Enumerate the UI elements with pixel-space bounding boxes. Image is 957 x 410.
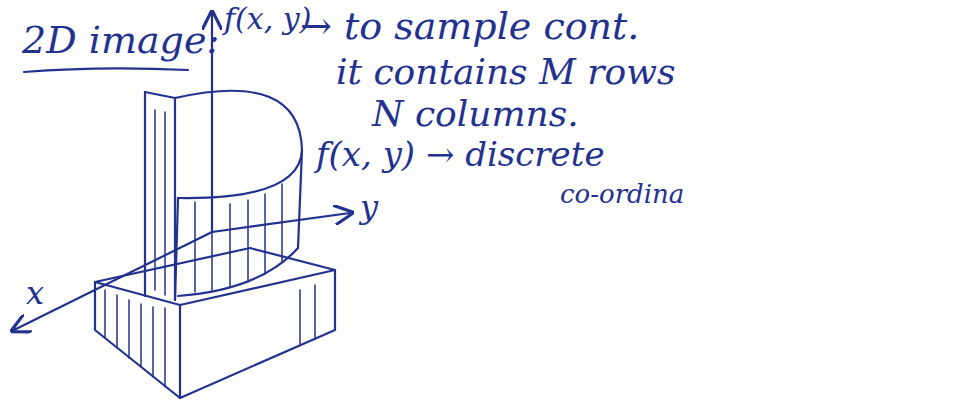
slab-hatch xyxy=(105,285,315,387)
heading: 2D image: xyxy=(22,20,219,62)
note-text: x xyxy=(26,276,44,311)
note-text: y xyxy=(360,190,378,225)
note-text: it contains M rows xyxy=(336,52,675,92)
note-text: co-ordina xyxy=(560,180,684,209)
wall-curve xyxy=(178,150,302,296)
slab-edge xyxy=(179,305,181,398)
front-edge xyxy=(144,92,146,296)
note-text: N columns. xyxy=(372,94,579,134)
note-text: → to sample cont. xyxy=(300,6,639,48)
front-face xyxy=(145,92,175,300)
top-curve xyxy=(175,91,302,198)
note-text: f(x, y) → discrete xyxy=(316,136,605,173)
slab-sides xyxy=(95,270,335,398)
slab-top xyxy=(95,248,335,305)
x-axis xyxy=(14,232,212,330)
y-axis xyxy=(212,213,350,232)
underline xyxy=(24,68,188,72)
note-text: f(x, y) xyxy=(224,2,311,35)
inner-edge xyxy=(175,198,178,300)
wall-hatch xyxy=(155,110,282,295)
